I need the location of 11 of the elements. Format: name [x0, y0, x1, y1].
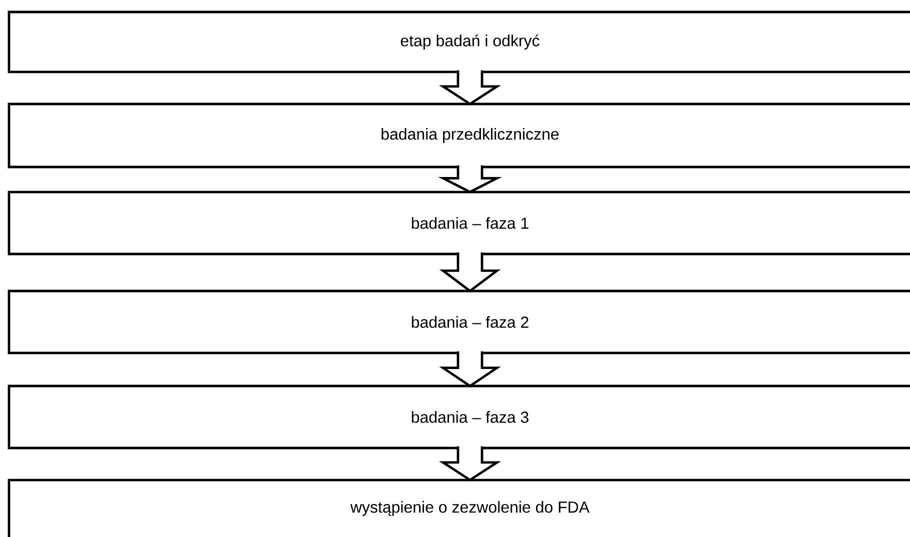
block-arrow — [438, 164, 502, 194]
block-arrow — [439, 251, 501, 292]
stage-box: etap badań i odkryć — [8, 10, 910, 74]
stage-box: badania – faza 3 — [8, 384, 910, 450]
block-arrow — [439, 350, 501, 388]
stage-box: wystąpienie o zezwolenie do FDA — [8, 478, 910, 537]
block-arrow — [438, 69, 502, 106]
stage-box: badania – faza 1 — [8, 190, 910, 256]
stage-box: badania przedkliczniczne — [8, 102, 910, 168]
stage-box: badania – faza 2 — [8, 290, 910, 354]
block-arrow — [438, 445, 502, 482]
